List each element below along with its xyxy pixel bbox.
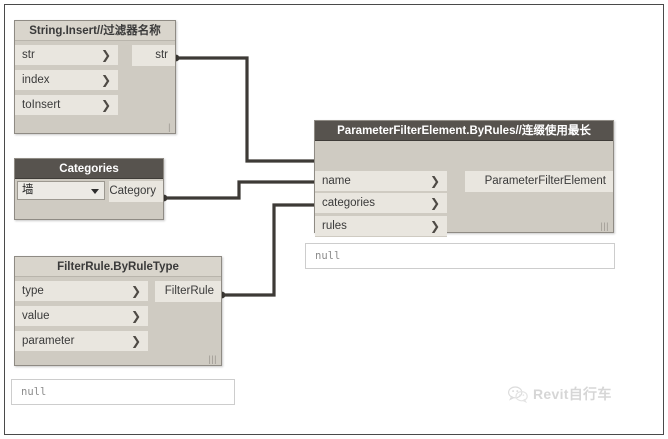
port-output-parameterfilterelement[interactable]: ParameterFilterElement: [465, 171, 613, 192]
node-title-string-insert: String.Insert//过滤器名称: [15, 21, 175, 41]
categories-dropdown-value: 墙: [22, 184, 34, 196]
chevron-right-icon: ❯: [429, 174, 440, 188]
port-input-str[interactable]: str ❯: [15, 45, 118, 66]
categories-dropdown[interactable]: 墙: [17, 181, 105, 200]
port-label-parameter: parameter: [22, 335, 75, 347]
port-label-type: type: [22, 285, 44, 297]
port-label-categories: categories: [322, 197, 376, 209]
chevron-right-icon: ❯: [130, 284, 141, 298]
chevron-right-icon: ❯: [130, 334, 141, 348]
node-body-parameterfilterelement-byrules: name ❯ categories ❯ rules ❯ ParameterFil…: [315, 141, 613, 237]
chevron-right-icon: ❯: [100, 48, 111, 62]
port-input-type[interactable]: type ❯: [15, 281, 148, 302]
preview-filterrule-result: null: [11, 379, 235, 405]
port-label-value: value: [22, 310, 50, 322]
node-title-filterrule-byruletype: FilterRule.ByRuleType: [15, 257, 221, 277]
chevron-right-icon: ❯: [100, 98, 111, 112]
port-input-toinsert[interactable]: toInsert ❯: [15, 95, 118, 116]
port-input-index[interactable]: index ❯: [15, 70, 118, 91]
node-title-categories: Categories: [15, 159, 163, 179]
chevron-right-icon: ❯: [429, 196, 440, 210]
wire-str-to-name: [176, 56, 314, 163]
port-input-categories[interactable]: categories ❯: [315, 193, 447, 214]
port-label-index: index: [22, 74, 50, 86]
node-categories[interactable]: Categories 墙 Category: [14, 158, 164, 220]
chevron-right-icon: ❯: [130, 309, 141, 323]
wire-category-to-categories: [164, 180, 314, 200]
preview-parameterfilterelement-result: null: [305, 243, 615, 269]
port-label-toinsert: toInsert: [22, 99, 61, 111]
port-output-filterrule[interactable]: FilterRule: [155, 281, 221, 302]
watermark: Revit自行车: [508, 384, 612, 404]
node-body-filterrule-byruletype: type ❯ value ❯ parameter ❯ FilterRule ||…: [15, 277, 221, 365]
chevron-right-icon: ❯: [429, 219, 440, 233]
port-input-name[interactable]: name ❯: [315, 171, 447, 192]
node-parameterfilterelement-byrules[interactable]: ParameterFilterElement.ByRules//连缀使用最长 n…: [314, 120, 614, 237]
watermark-text: Revit自行车: [533, 386, 612, 402]
port-label-rules: rules: [322, 220, 347, 232]
port-label-name: name: [322, 175, 351, 187]
wechat-icon: [508, 385, 528, 403]
resize-grip-icon[interactable]: |||: [600, 221, 609, 231]
resize-grip-icon[interactable]: |||: [208, 354, 217, 364]
port-input-parameter[interactable]: parameter ❯: [15, 331, 148, 352]
node-body-categories: 墙 Category: [15, 179, 163, 219]
port-output-category[interactable]: Category: [109, 181, 163, 202]
node-filterrule-byruletype[interactable]: FilterRule.ByRuleType type ❯ value ❯ par…: [14, 256, 222, 366]
node-string-insert[interactable]: String.Insert//过滤器名称 str ❯ index ❯ toIns…: [14, 20, 176, 134]
port-label-str: str: [22, 49, 35, 61]
node-body-string-insert: str ❯ index ❯ toInsert ❯ str |: [15, 41, 175, 133]
port-output-str[interactable]: str: [132, 45, 175, 66]
resize-grip-icon[interactable]: |: [168, 122, 171, 132]
chevron-right-icon: ❯: [100, 73, 111, 87]
wire-filterrule-to-rules: [222, 203, 314, 297]
port-input-value[interactable]: value ❯: [15, 306, 148, 327]
node-title-parameterfilterelement-byrules: ParameterFilterElement.ByRules//连缀使用最长: [315, 121, 613, 141]
port-input-rules[interactable]: rules ❯: [315, 216, 447, 237]
chevron-down-icon: [91, 189, 99, 194]
